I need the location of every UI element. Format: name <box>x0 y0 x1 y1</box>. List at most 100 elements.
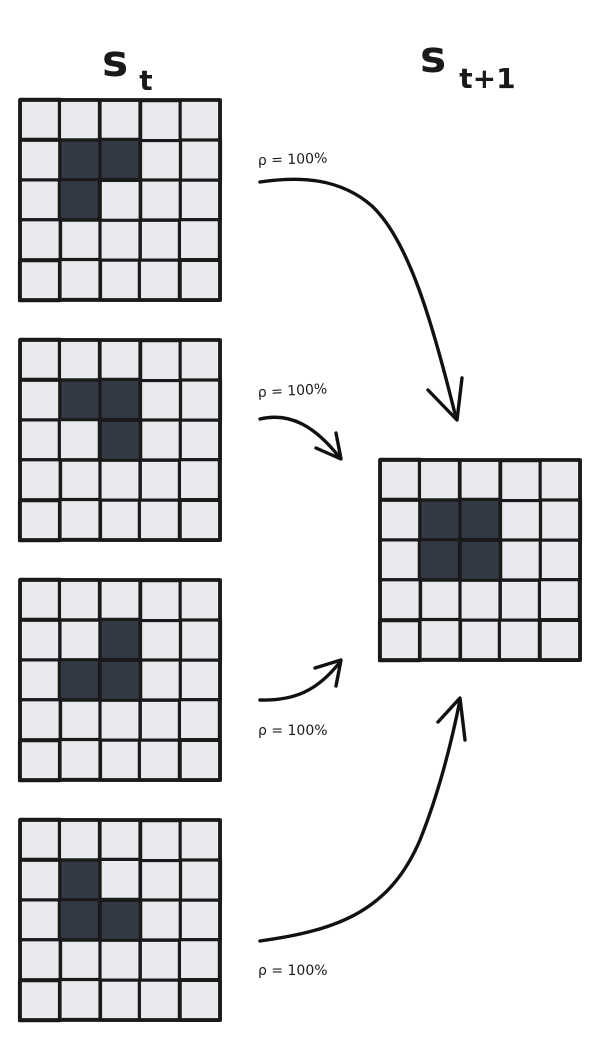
source-grid-4-cell-3-1 <box>58 938 103 982</box>
source-grid-1-cell-1-4 <box>178 138 223 182</box>
source-grid-1-cell-1-3 <box>138 138 183 183</box>
source-grid-3-cell-1-2-filled <box>98 617 142 661</box>
source-grid-1-cell-2-3 <box>139 178 183 222</box>
header-st-main: s <box>102 36 128 87</box>
source-grid-1-cell-4-0 <box>17 259 62 303</box>
source-grid-2-cell-4-0 <box>17 499 62 543</box>
source-grid-2-cell-0-1 <box>57 338 102 382</box>
source-grid-3-cell-3-0 <box>18 698 62 742</box>
target-grid-cell-2-4 <box>538 538 582 582</box>
source-grid-1-outline <box>18 98 222 302</box>
target-grid-cell-2-3 <box>499 538 543 582</box>
target-grid-outline <box>378 458 582 662</box>
target-grid-cell-1-3 <box>498 498 543 543</box>
source-grid-3-cell-1-4 <box>178 618 223 662</box>
source-grid-4-outline <box>18 818 222 1022</box>
arrow-1 <box>258 177 464 422</box>
source-grid-3-cell-4-3 <box>137 738 181 782</box>
target-grid-cell-1-4 <box>538 498 583 542</box>
source-grid-2-cell-3-1 <box>58 458 103 502</box>
source-grid-3-cell-0-0 <box>18 577 62 621</box>
source-grid-1-cell-3-1 <box>58 218 103 262</box>
source-grid-4-cell-4-4 <box>178 978 222 1023</box>
source-grid-1-cell-3-2 <box>98 218 142 262</box>
source-grid-1-cell-1-0 <box>18 138 62 182</box>
source-grid-1-cell-4-3 <box>137 258 181 302</box>
target-grid-cell-2-0 <box>378 538 422 582</box>
arrow-4-shaft <box>258 698 462 943</box>
source-grid-1-cell-3-3 <box>138 218 182 262</box>
source-grid-1-cell-4-2 <box>98 258 143 302</box>
target-grid-cell-3-1 <box>418 578 463 622</box>
target-grid-cell-0-4 <box>538 458 582 502</box>
arrow-4-head <box>436 696 467 742</box>
source-grid-2-cell-0-3 <box>139 339 183 383</box>
target-grid <box>377 457 583 663</box>
target-grid-cell-0-2 <box>458 458 502 502</box>
source-grid-1-cell-2-2 <box>98 178 142 223</box>
source-grid-1-cell-4-4 <box>178 258 222 303</box>
source-grid-3-cell-0-4 <box>178 578 222 622</box>
probability-label-4: ρ = 100% <box>258 963 328 979</box>
source-grid-2-cell-2-2-filled <box>98 418 142 463</box>
target-grid-cell-4-0 <box>377 619 422 663</box>
source-grid-3-cell-3-2 <box>98 698 142 742</box>
probability-label-2: ρ = 100% <box>257 381 327 401</box>
source-grid-4-cell-0-2 <box>98 818 142 862</box>
arrow-3-shaft <box>258 660 342 702</box>
source-grid-1-cell-0-1 <box>57 98 102 142</box>
arrow-4 <box>258 696 467 943</box>
source-grid-1-cell-0-2 <box>98 98 142 142</box>
source-grid-3 <box>17 577 223 783</box>
target-grid-cell-1-1-filled <box>418 498 462 542</box>
source-grid-2-cell-4-4 <box>178 498 222 543</box>
target-grid-cell-0-0 <box>378 457 422 501</box>
source-grid-4-cell-1-2 <box>98 857 142 901</box>
source-grid-4-cell-0-0 <box>18 817 62 861</box>
source-grid-4-cell-1-3 <box>138 858 183 903</box>
target-grid-cell-3-3 <box>498 578 542 622</box>
target-grid-cell-0-1 <box>417 458 462 502</box>
arrow-1-shaft <box>258 177 458 420</box>
source-grid-1-cell-1-1-filled <box>58 138 102 182</box>
source-grid-3-cell-4-1 <box>58 737 102 782</box>
source-grid-2-cell-1-1-filled <box>58 378 102 422</box>
source-grid-4-cell-3-2 <box>98 938 142 982</box>
target-grid-cell-4-4 <box>538 618 582 663</box>
source-grid-1-cell-3-0 <box>18 218 62 262</box>
source-grid-3-cell-2-0 <box>18 658 62 702</box>
source-grid-2-cell-1-3 <box>138 378 183 423</box>
source-grid-1-cell-0-4 <box>178 98 222 142</box>
source-grid-4-cell-2-4 <box>178 898 222 942</box>
target-grid-cell-4-3 <box>497 618 541 662</box>
source-grid-4-cell-4-0 <box>17 979 62 1023</box>
source-grid-3-outline <box>18 578 222 782</box>
source-grid-1-cell-0-3 <box>139 99 183 143</box>
source-grid-3-cell-0-1 <box>57 578 102 622</box>
source-grid-3-cell-2-2-filled <box>98 658 142 703</box>
header-st-sub: t <box>139 64 152 97</box>
source-grid-3-cell-3-3 <box>138 698 182 742</box>
source-grid-4-cell-2-1-filled <box>57 898 101 942</box>
source-grid-2-cell-4-1 <box>58 497 102 542</box>
header-st1-main: s <box>420 32 446 83</box>
source-grid-2-cell-2-4 <box>178 418 222 462</box>
source-grid-2-outline <box>18 338 222 542</box>
source-grid-3-cell-4-0 <box>17 739 62 783</box>
source-grid-4-cell-1-0 <box>18 858 62 902</box>
source-grid-4-cell-4-2 <box>98 978 143 1022</box>
source-grid-2-cell-1-2-filled <box>98 377 142 421</box>
source-grid-2-cell-0-0 <box>18 337 62 381</box>
target-grid-cell-2-1-filled <box>417 538 461 582</box>
arrow-3-head <box>313 658 343 688</box>
target-grid-cell-1-2-filled <box>458 497 502 541</box>
header-st1: s t+1 <box>420 32 516 95</box>
source-grid-1-cell-0-0 <box>18 97 62 141</box>
source-grid-4-cell-3-4 <box>177 938 222 982</box>
source-grid-3-cell-0-3 <box>139 579 183 623</box>
header-st: s t <box>102 36 153 97</box>
source-grid-2-cell-0-4 <box>178 338 222 382</box>
arrow-3 <box>258 658 343 702</box>
source-grid-4-cell-4-3 <box>137 978 181 1022</box>
arrow-2 <box>258 415 343 461</box>
